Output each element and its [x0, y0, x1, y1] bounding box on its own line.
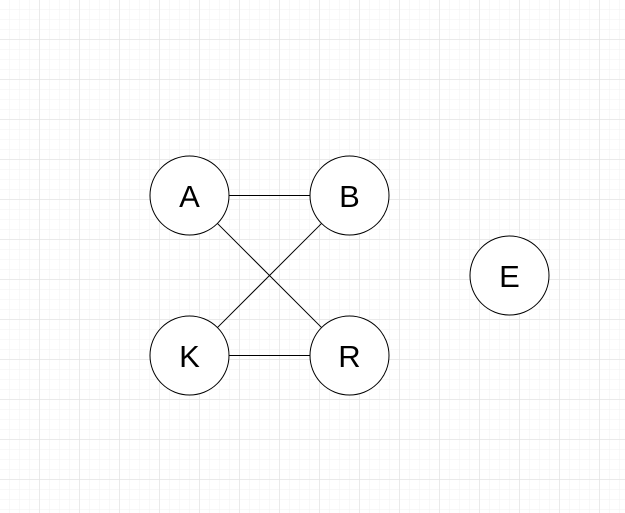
node-circle[interactable] [469, 235, 550, 316]
node-label: B [339, 179, 360, 214]
nodes-layer: A B K R E [149, 155, 550, 396]
node-circle[interactable] [149, 315, 230, 396]
node-circle[interactable] [149, 155, 230, 236]
node-r[interactable]: R [309, 315, 390, 396]
node-a[interactable]: A [149, 155, 230, 236]
node-label: K [179, 339, 200, 374]
edge-b-k[interactable] [217, 223, 322, 328]
node-circle[interactable] [309, 155, 390, 236]
node-k[interactable]: K [149, 315, 230, 396]
node-circle[interactable] [309, 315, 390, 396]
node-label: A [179, 179, 200, 214]
edges-layer [217, 195, 322, 356]
node-b[interactable]: B [309, 155, 390, 236]
node-label: R [338, 339, 360, 374]
node-e[interactable]: E [469, 235, 550, 316]
node-label: E [499, 259, 520, 294]
